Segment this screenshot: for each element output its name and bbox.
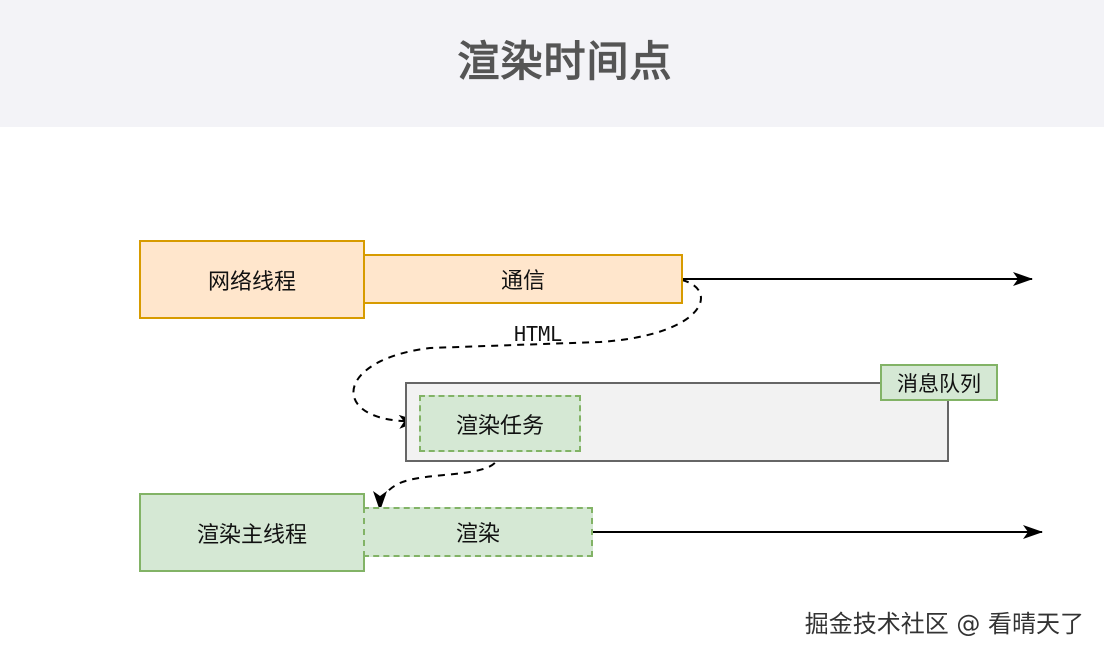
network-thread-label: 网络线程 (207, 269, 296, 295)
page-title: 渲染时间点 (457, 37, 673, 86)
header-bar: 渲染时间点 (0, 0, 1104, 127)
html-label: HTML (514, 322, 563, 346)
render-box: 渲染 (363, 507, 593, 557)
task-dashed-connector (373, 450, 500, 511)
communication-label: 通信 (500, 269, 545, 294)
message-queue-label: 消息队列 (897, 371, 981, 396)
message-queue-tag: 消息队列 (880, 364, 998, 401)
html-dashed-connector (352, 279, 702, 429)
render-task-box: 渲染任务 (419, 395, 581, 452)
communication-box: 通信 (363, 254, 683, 304)
network-thread-box: 网络线程 (139, 240, 365, 319)
render-main-thread-box: 渲染主线程 (139, 493, 365, 572)
watermark: 掘金技术社区 @ 看晴天了 (804, 610, 1084, 638)
render-task-label: 渲染任务 (455, 413, 544, 439)
render-main-thread-label: 渲染主线程 (196, 522, 307, 548)
render-label: 渲染 (455, 522, 500, 547)
